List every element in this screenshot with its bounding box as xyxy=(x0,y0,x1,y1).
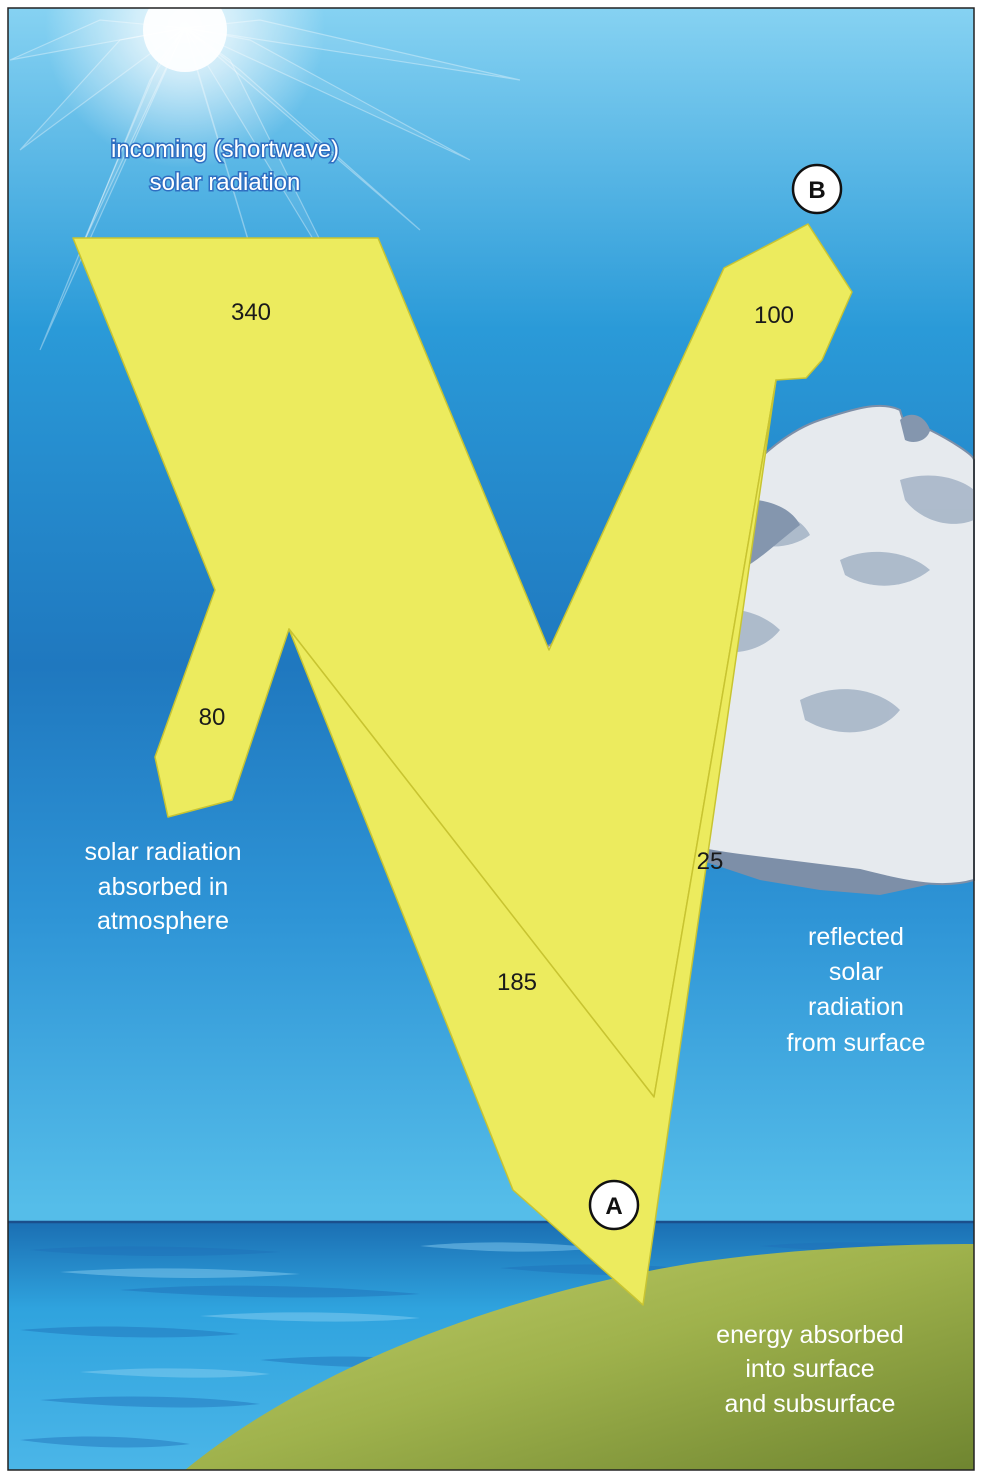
label-surface-line1: energy absorbed xyxy=(716,1321,904,1349)
label-incoming-line2: solar radiation xyxy=(150,169,301,196)
value-reflected-surface: 25 xyxy=(697,848,724,875)
label-reflected-line4: from surface xyxy=(787,1029,926,1057)
label-surface-line3: and subsurface xyxy=(725,1390,896,1418)
value-to-surface: 185 xyxy=(497,969,537,996)
label-reflected-line1: reflected xyxy=(808,923,904,951)
label-reflected-line3: radiation xyxy=(808,993,904,1021)
radiation-flow-arrows xyxy=(72,223,853,1306)
label-absorbed-atm-line1: solar radiation xyxy=(84,838,241,866)
value-incoming: 340 xyxy=(231,299,271,326)
marker-a-label: A xyxy=(605,1193,622,1220)
label-surface-line2: into surface xyxy=(745,1355,874,1383)
marker-b-label: B xyxy=(808,177,825,204)
label-absorbed-atm-line2: absorbed in xyxy=(98,873,229,901)
frame-border xyxy=(7,7,975,1471)
value-reflected-total: 100 xyxy=(754,302,794,329)
land-surface xyxy=(185,1244,974,1470)
label-reflected-line2: solar xyxy=(829,958,883,986)
label-incoming-line1: incoming (shortwave) xyxy=(111,136,339,163)
value-absorbed-atmosphere: 80 xyxy=(199,704,226,731)
marker-a: A xyxy=(588,1179,640,1231)
marker-b: B xyxy=(791,163,843,215)
label-absorbed-atm-line3: atmosphere xyxy=(97,907,229,935)
